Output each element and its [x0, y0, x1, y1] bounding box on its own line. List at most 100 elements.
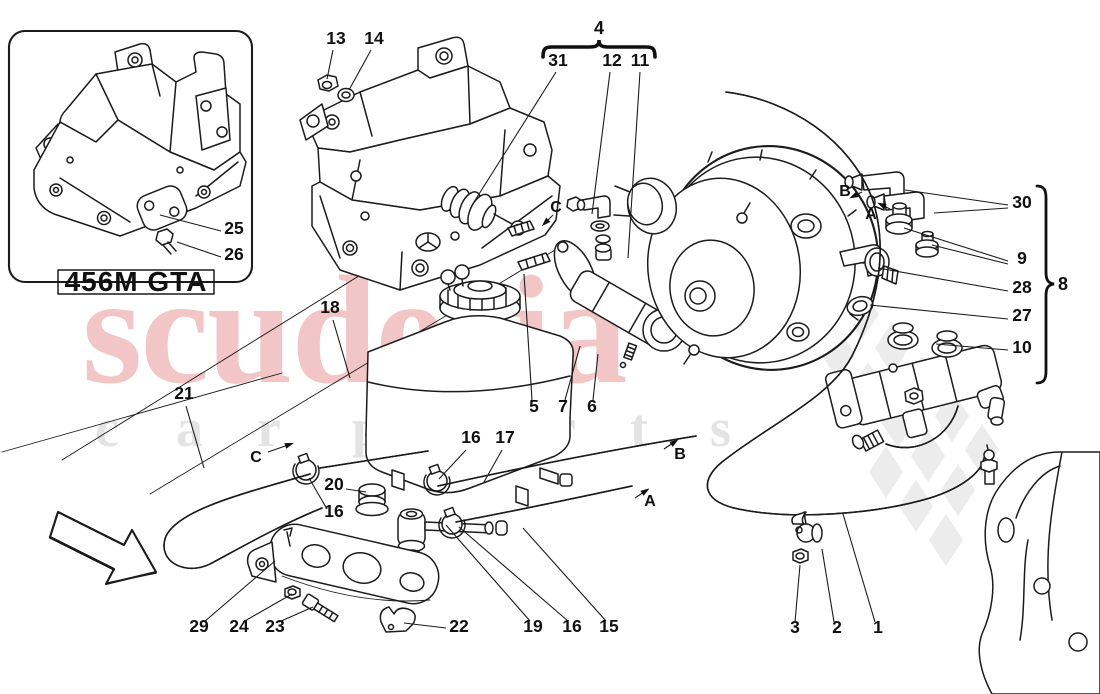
callout-6-15: 6	[587, 396, 597, 416]
bleed-screw	[623, 342, 638, 361]
callout-22-24: 22	[449, 616, 469, 636]
leader-line-16	[308, 477, 328, 510]
clutch-master-cylinder	[553, 195, 686, 369]
connection-label-C-3: C	[250, 449, 262, 466]
callout-28-18: 28	[1012, 277, 1032, 297]
checker-diamond	[869, 446, 903, 498]
callout-27-19: 27	[1012, 305, 1031, 325]
leader-line-16	[438, 449, 467, 480]
checker-diamond	[929, 514, 963, 566]
callout-26-6: 26	[224, 244, 244, 264]
leader-line-9	[903, 227, 1009, 262]
connection-arrowhead	[877, 202, 887, 210]
leader-line-19	[445, 524, 531, 622]
leader-line-22	[403, 622, 447, 629]
grommet-20	[355, 483, 389, 517]
hose-clamp-16-c	[438, 506, 466, 539]
clip-22	[379, 606, 416, 633]
hose-clamp-16-a	[292, 452, 320, 485]
outlet-hose-banjo	[851, 405, 959, 452]
mounting-bracket-29	[246, 523, 440, 605]
watermark-letter-2: r	[257, 398, 281, 458]
line-art-layer	[1, 29, 1100, 694]
hose-21-u-bend	[163, 473, 323, 569]
leader-line-12	[591, 71, 611, 215]
callout-21-8: 21	[174, 383, 194, 403]
leader-line-27	[869, 304, 1009, 320]
inset-cover-bolt	[155, 228, 177, 255]
connection-arrowhead	[669, 439, 679, 447]
leader-line-30	[933, 207, 1009, 214]
leader-line-30	[904, 189, 1009, 206]
inset-gearbox-mount-drawing	[33, 42, 247, 237]
callout-19-25: 19	[523, 616, 543, 636]
housing-bleed-fitting	[980, 444, 998, 485]
leader-line-24	[242, 593, 293, 623]
leader-line-28	[877, 267, 1009, 292]
callout-30-16: 30	[1012, 192, 1032, 212]
hose-17-to-B	[437, 435, 697, 487]
callout-16-11: 16	[461, 427, 481, 447]
leader-line-18	[332, 319, 351, 379]
checker-diamond	[899, 480, 933, 532]
callout-5-13: 5	[529, 396, 539, 416]
gearbox-housing-partial	[978, 444, 1100, 694]
connection-label-B-0: B	[839, 183, 851, 200]
leader-line-14	[348, 49, 372, 91]
leader-line-11	[627, 71, 641, 259]
pushrod	[493, 213, 513, 225]
nut-3	[792, 548, 809, 564]
leader-line-23	[278, 606, 314, 623]
nut-13	[317, 74, 339, 92]
connection-label-B-4: B	[674, 446, 686, 463]
leader-lines	[159, 49, 1009, 629]
callout-2-29: 2	[832, 617, 842, 637]
callout-29-21: 29	[189, 616, 209, 636]
watermark-letter-0: c	[95, 398, 119, 458]
washer-14	[337, 87, 355, 103]
direction-arrow	[48, 510, 158, 586]
leader-line-21	[185, 405, 205, 469]
hose-15-to-A	[455, 485, 633, 523]
outlet-elbow-28	[839, 244, 899, 285]
callout-12-3: 12	[602, 50, 622, 70]
callout-16-26: 16	[562, 616, 582, 636]
connection-arrowhead	[541, 217, 551, 227]
bolt-23	[301, 593, 339, 623]
connection-label-A-5: A	[644, 493, 656, 510]
callout-14-1: 14	[364, 28, 384, 48]
brake-booster	[613, 145, 880, 371]
leader-line-31	[473, 71, 557, 203]
leader-line-26	[176, 241, 222, 258]
reservoir-seals-9	[885, 202, 939, 258]
leader-line-3	[794, 564, 801, 623]
leader-line-15	[522, 527, 607, 622]
watermark-letter-6: t	[630, 398, 648, 458]
connection-arrowhead	[284, 443, 294, 449]
hose-rigid-c-tube	[319, 450, 429, 469]
leader-line-2	[821, 548, 835, 623]
leader-line-5	[523, 273, 533, 401]
callout-7-14: 7	[558, 396, 568, 416]
leader-line-20	[345, 488, 367, 493]
long-hose-1	[706, 91, 985, 516]
leader-line-16	[458, 526, 569, 622]
checker-diamond	[941, 464, 975, 516]
inset-456m-gta-box	[7, 29, 254, 295]
watermark-letter-7: s	[710, 398, 731, 458]
inset-caption: 456M GTA	[65, 266, 208, 297]
connection-arrowhead	[640, 488, 650, 496]
connection-label-C-2: C	[550, 199, 562, 216]
main-gearbox-casting	[299, 36, 561, 291]
leader-line-7	[564, 345, 581, 401]
leader-line-13	[326, 49, 334, 80]
brake-master-cylinder	[824, 322, 1006, 439]
callout-13-0: 13	[326, 28, 346, 48]
callout-11-4: 11	[631, 50, 650, 70]
connection-label-A-1: A	[865, 206, 877, 223]
elbow-fitting-12	[566, 195, 611, 219]
callout-10-20: 10	[1012, 337, 1032, 357]
leader-line-25	[159, 214, 222, 232]
